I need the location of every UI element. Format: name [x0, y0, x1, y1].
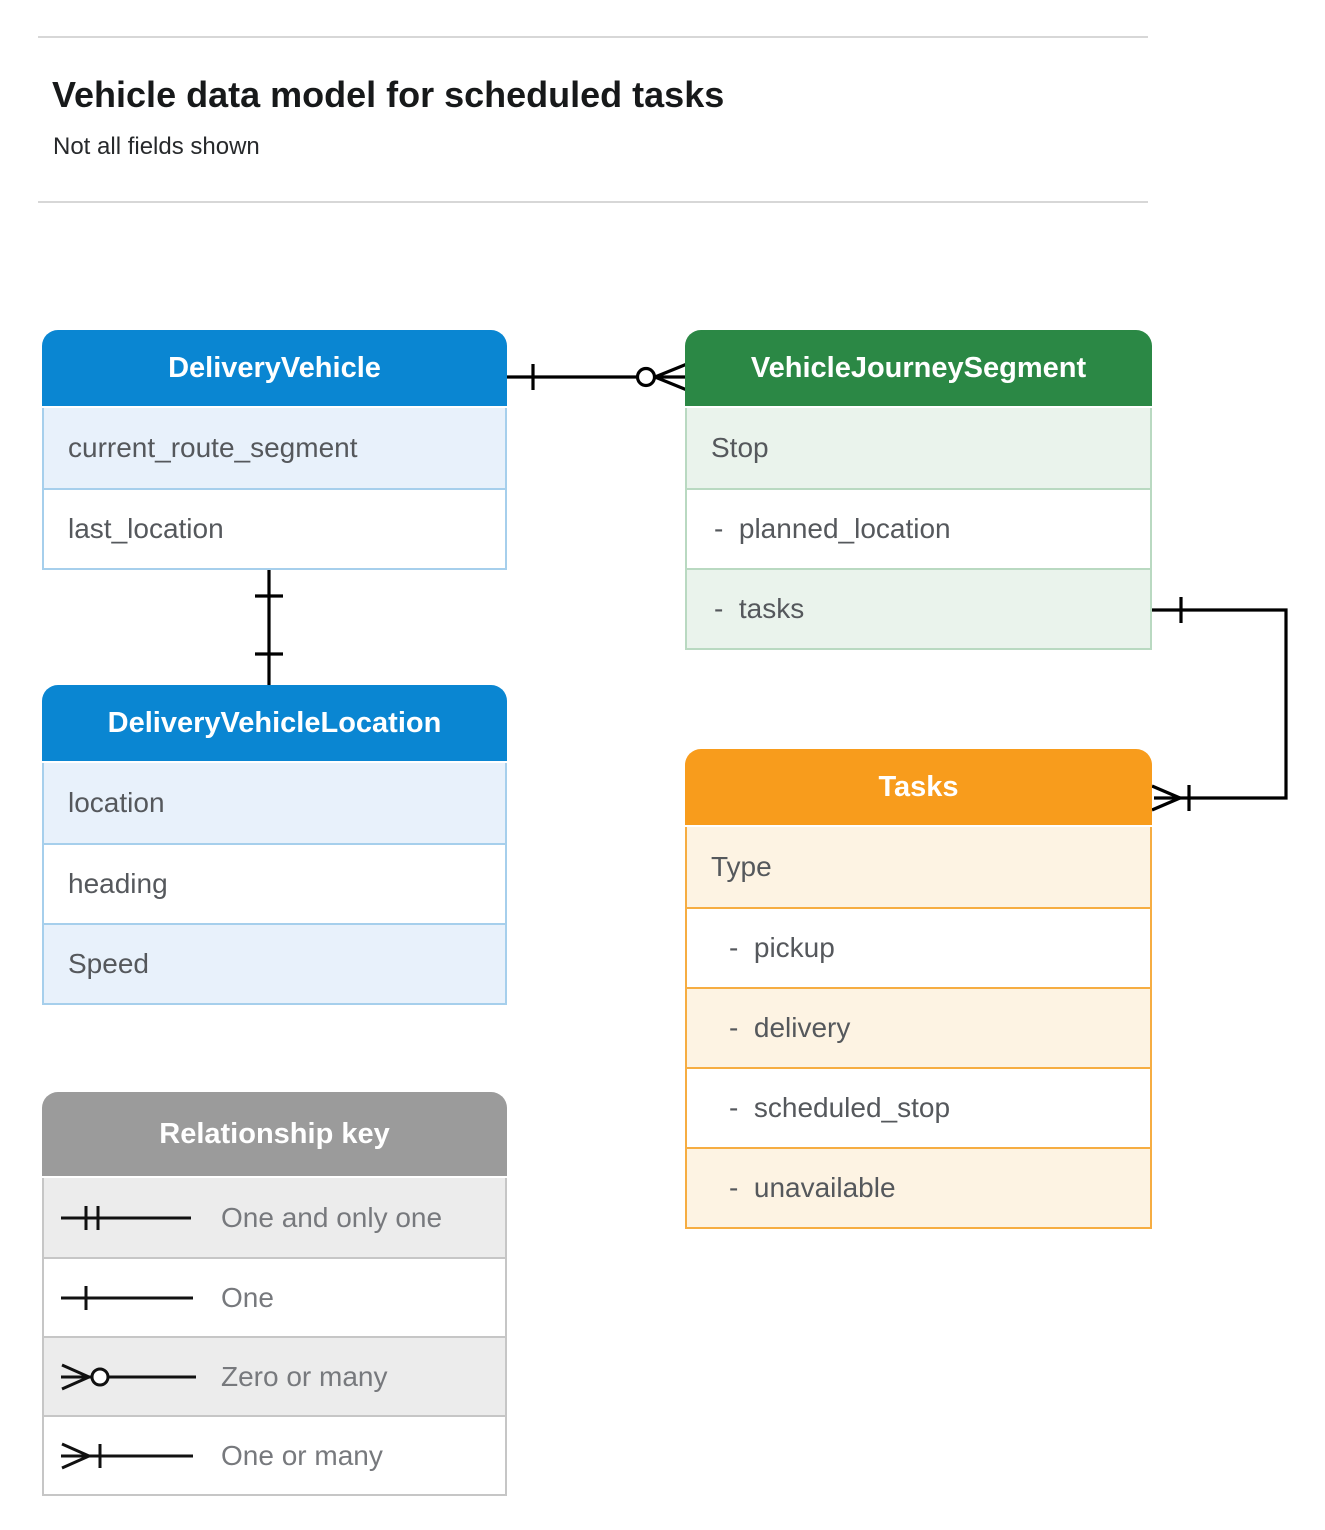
connector-tasksfield-tasks — [1151, 597, 1288, 812]
field-row: - unavailable — [687, 1147, 1150, 1227]
relationship-key-title: Relationship key — [42, 1092, 507, 1178]
field-row: current_route_segment — [44, 408, 505, 488]
field-row: - planned_location — [687, 488, 1150, 568]
legend-row: One and only one — [44, 1178, 505, 1257]
header-divider — [38, 201, 1148, 203]
one-or-many-icon — [59, 1437, 199, 1475]
entity-title: DeliveryVehicle — [42, 330, 507, 408]
entity-delivery-vehicle: DeliveryVehicle current_route_segment la… — [42, 330, 507, 570]
relationship-key: Relationship key One and only one — [42, 1092, 507, 1496]
legend-row: One or many — [44, 1415, 505, 1494]
field-row: - delivery — [687, 987, 1150, 1067]
one-icon — [59, 1279, 199, 1317]
field-row: Stop — [687, 408, 1150, 488]
entity-body: Stop - planned_location - tasks — [685, 408, 1152, 650]
field-row: Speed — [44, 923, 505, 1003]
entity-title: Tasks — [685, 749, 1152, 827]
entity-title: DeliveryVehicleLocation — [42, 685, 507, 763]
legend-label: One or many — [221, 1439, 383, 1471]
one-and-only-one-icon — [59, 1199, 199, 1237]
entity-body: Type - pickup - delivery - scheduled_sto… — [685, 827, 1152, 1229]
entity-vehicle-journey-segment: VehicleJourneySegment Stop - planned_loc… — [685, 330, 1152, 650]
field-row: location — [44, 763, 505, 843]
entity-body: current_route_segment last_location — [42, 408, 507, 570]
legend-label: Zero or many — [221, 1360, 388, 1392]
page-subtitle: Not all fields shown — [53, 133, 260, 160]
field-row: heading — [44, 843, 505, 923]
field-row: Type — [687, 827, 1150, 907]
legend-label: One and only one — [221, 1201, 443, 1233]
connector-deliveryvehicle-vehiclejourneysegment — [507, 362, 688, 392]
field-row: last_location — [44, 488, 505, 568]
relationship-key-body: One and only one One — [42, 1178, 507, 1496]
entity-tasks: Tasks Type - pickup - delivery - schedul… — [685, 749, 1152, 1229]
zero-or-many-icon — [59, 1358, 199, 1396]
field-row: - tasks — [687, 568, 1150, 648]
field-row: - pickup — [687, 907, 1150, 987]
entity-title: VehicleJourneySegment — [685, 330, 1152, 408]
field-row: - scheduled_stop — [687, 1067, 1150, 1147]
zero-marker-icon — [635, 366, 657, 388]
legend-row: One — [44, 1257, 505, 1336]
page-title: Vehicle data model for scheduled tasks — [52, 74, 725, 115]
legend-label: One — [221, 1281, 274, 1313]
entity-delivery-vehicle-location: DeliveryVehicleLocation location heading… — [42, 685, 507, 1005]
connector-deliveryvehicle-deliveryvehiclelocation — [255, 569, 283, 686]
legend-row: Zero or many — [44, 1336, 505, 1415]
entity-body: location heading Speed — [42, 763, 507, 1005]
top-divider — [38, 36, 1148, 38]
